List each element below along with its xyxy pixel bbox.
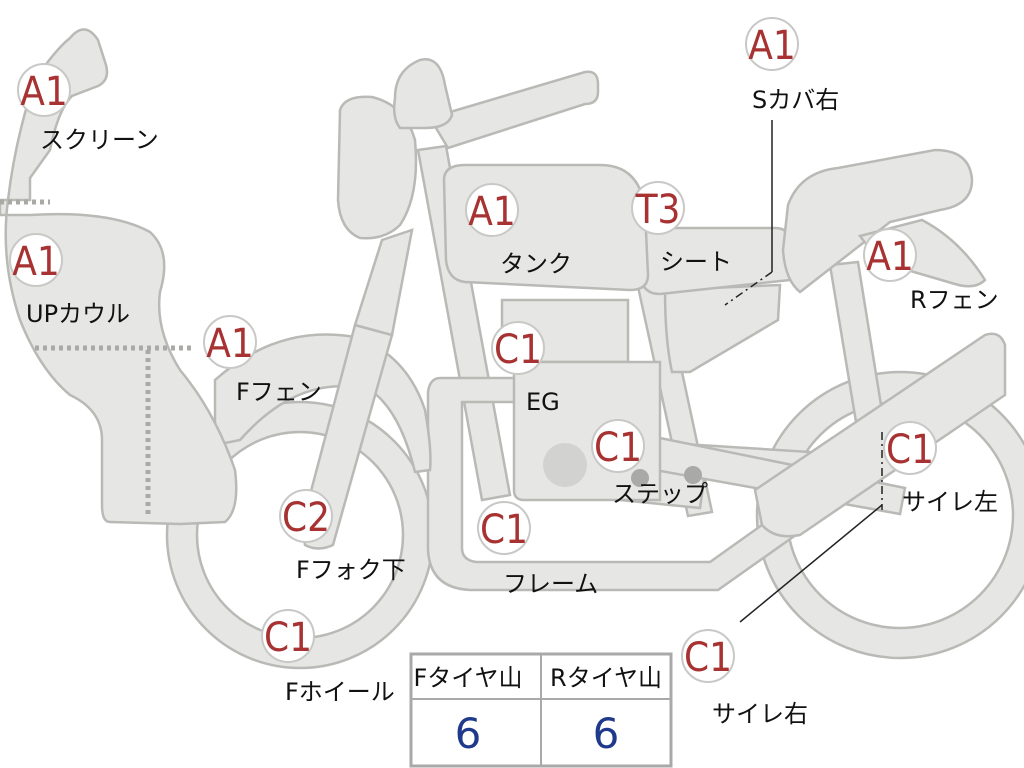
- badge-circle: [745, 17, 799, 71]
- front-tire-header: Fタイヤ山: [413, 664, 522, 692]
- cowl-shape: [0, 28, 238, 526]
- badge-circle: [863, 228, 917, 282]
- part-label-step: ステップ: [612, 480, 708, 508]
- part-label-engine: EG: [526, 388, 560, 416]
- badge-step: C1 ステップ: [591, 419, 708, 508]
- badge-circle: [9, 233, 63, 287]
- badge-code-rfender: A1: [866, 234, 914, 280]
- rear-tire-header: Rタイヤ山: [550, 664, 662, 692]
- mirror: [392, 58, 454, 130]
- badge-seat: T3 シート: [631, 181, 732, 276]
- headlight: [336, 95, 418, 240]
- badge-mufflerR: C1 サイレ右: [681, 629, 808, 728]
- front-fork: [300, 323, 394, 550]
- rear-tail: [781, 148, 974, 294]
- part-label-ffork: Fフォク下: [296, 556, 406, 584]
- badge-code-screen: A1: [20, 69, 68, 115]
- badge-code-ffork: C2: [282, 495, 330, 541]
- part-label-ffender: Fフェン: [236, 378, 322, 406]
- badge-code-mufflerL: C1: [886, 427, 934, 473]
- badge-circle: [279, 489, 333, 543]
- badge-circle: [465, 183, 519, 237]
- fork-upper: [353, 228, 414, 337]
- side-cover: [663, 283, 782, 374]
- badge-code-ffender: A1: [206, 321, 254, 367]
- frame-upper-rail: [428, 70, 600, 150]
- badge-circle: [477, 501, 531, 555]
- badge-code-frame: C1: [480, 507, 528, 553]
- part-label-frame: フレーム: [503, 570, 598, 598]
- badge-code-tank: A1: [468, 189, 516, 235]
- badge-circle: [491, 321, 545, 375]
- badge-code-fwheel: C1: [264, 615, 312, 661]
- part-label-rfender: Rフェン: [910, 286, 999, 314]
- part-markers: A1スクリーンA1UPカウルA1FフェンC2Fフォク下C1FホイールA1タンクT…: [9, 17, 999, 728]
- badge-code-mufflerR: C1: [684, 635, 732, 681]
- muffler: [753, 332, 1007, 538]
- tire-tread-table: Fタイヤ山 Rタイヤ山 6 6: [409, 652, 673, 768]
- part-label-seat: シート: [660, 248, 732, 276]
- badge-frame: C1 フレーム: [477, 501, 598, 598]
- badge-screen: A1 スクリーン: [17, 63, 159, 154]
- badge-code-step: C1: [594, 425, 642, 471]
- part-label-mufflerR: サイレ右: [712, 700, 808, 728]
- badge-circle: [591, 419, 645, 473]
- badge-code-scover: A1: [748, 23, 796, 69]
- part-label-mufflerL: サイレ左: [902, 488, 998, 516]
- badge-code-seat: T3: [635, 187, 681, 233]
- badge-mufflerL: C1 サイレ左: [883, 421, 998, 516]
- badge-tank: A1 タンク: [465, 183, 572, 278]
- part-label-scover: Sカバ右: [752, 86, 839, 114]
- part-label-screen: スクリーン: [40, 126, 159, 154]
- badge-circle: [261, 609, 315, 663]
- badge-circle: [883, 421, 937, 475]
- rear-tire-value: 6: [593, 709, 620, 758]
- leader-muffler-right: [739, 504, 883, 623]
- part-label-fwheel: Fホイール: [285, 678, 395, 706]
- badge-code-engine: C1: [494, 327, 542, 373]
- frame-lower-loop: [426, 376, 812, 592]
- part-label-upcowl: UPカウル: [26, 300, 130, 328]
- part-label-tank: タンク: [500, 250, 572, 278]
- badge-circle: [17, 63, 71, 117]
- badge-circle: [681, 629, 735, 683]
- front-tire-value: 6: [455, 709, 482, 758]
- badge-circle: [203, 315, 257, 369]
- badge-code-upcowl: A1: [12, 239, 60, 285]
- badge-circle: [631, 181, 685, 235]
